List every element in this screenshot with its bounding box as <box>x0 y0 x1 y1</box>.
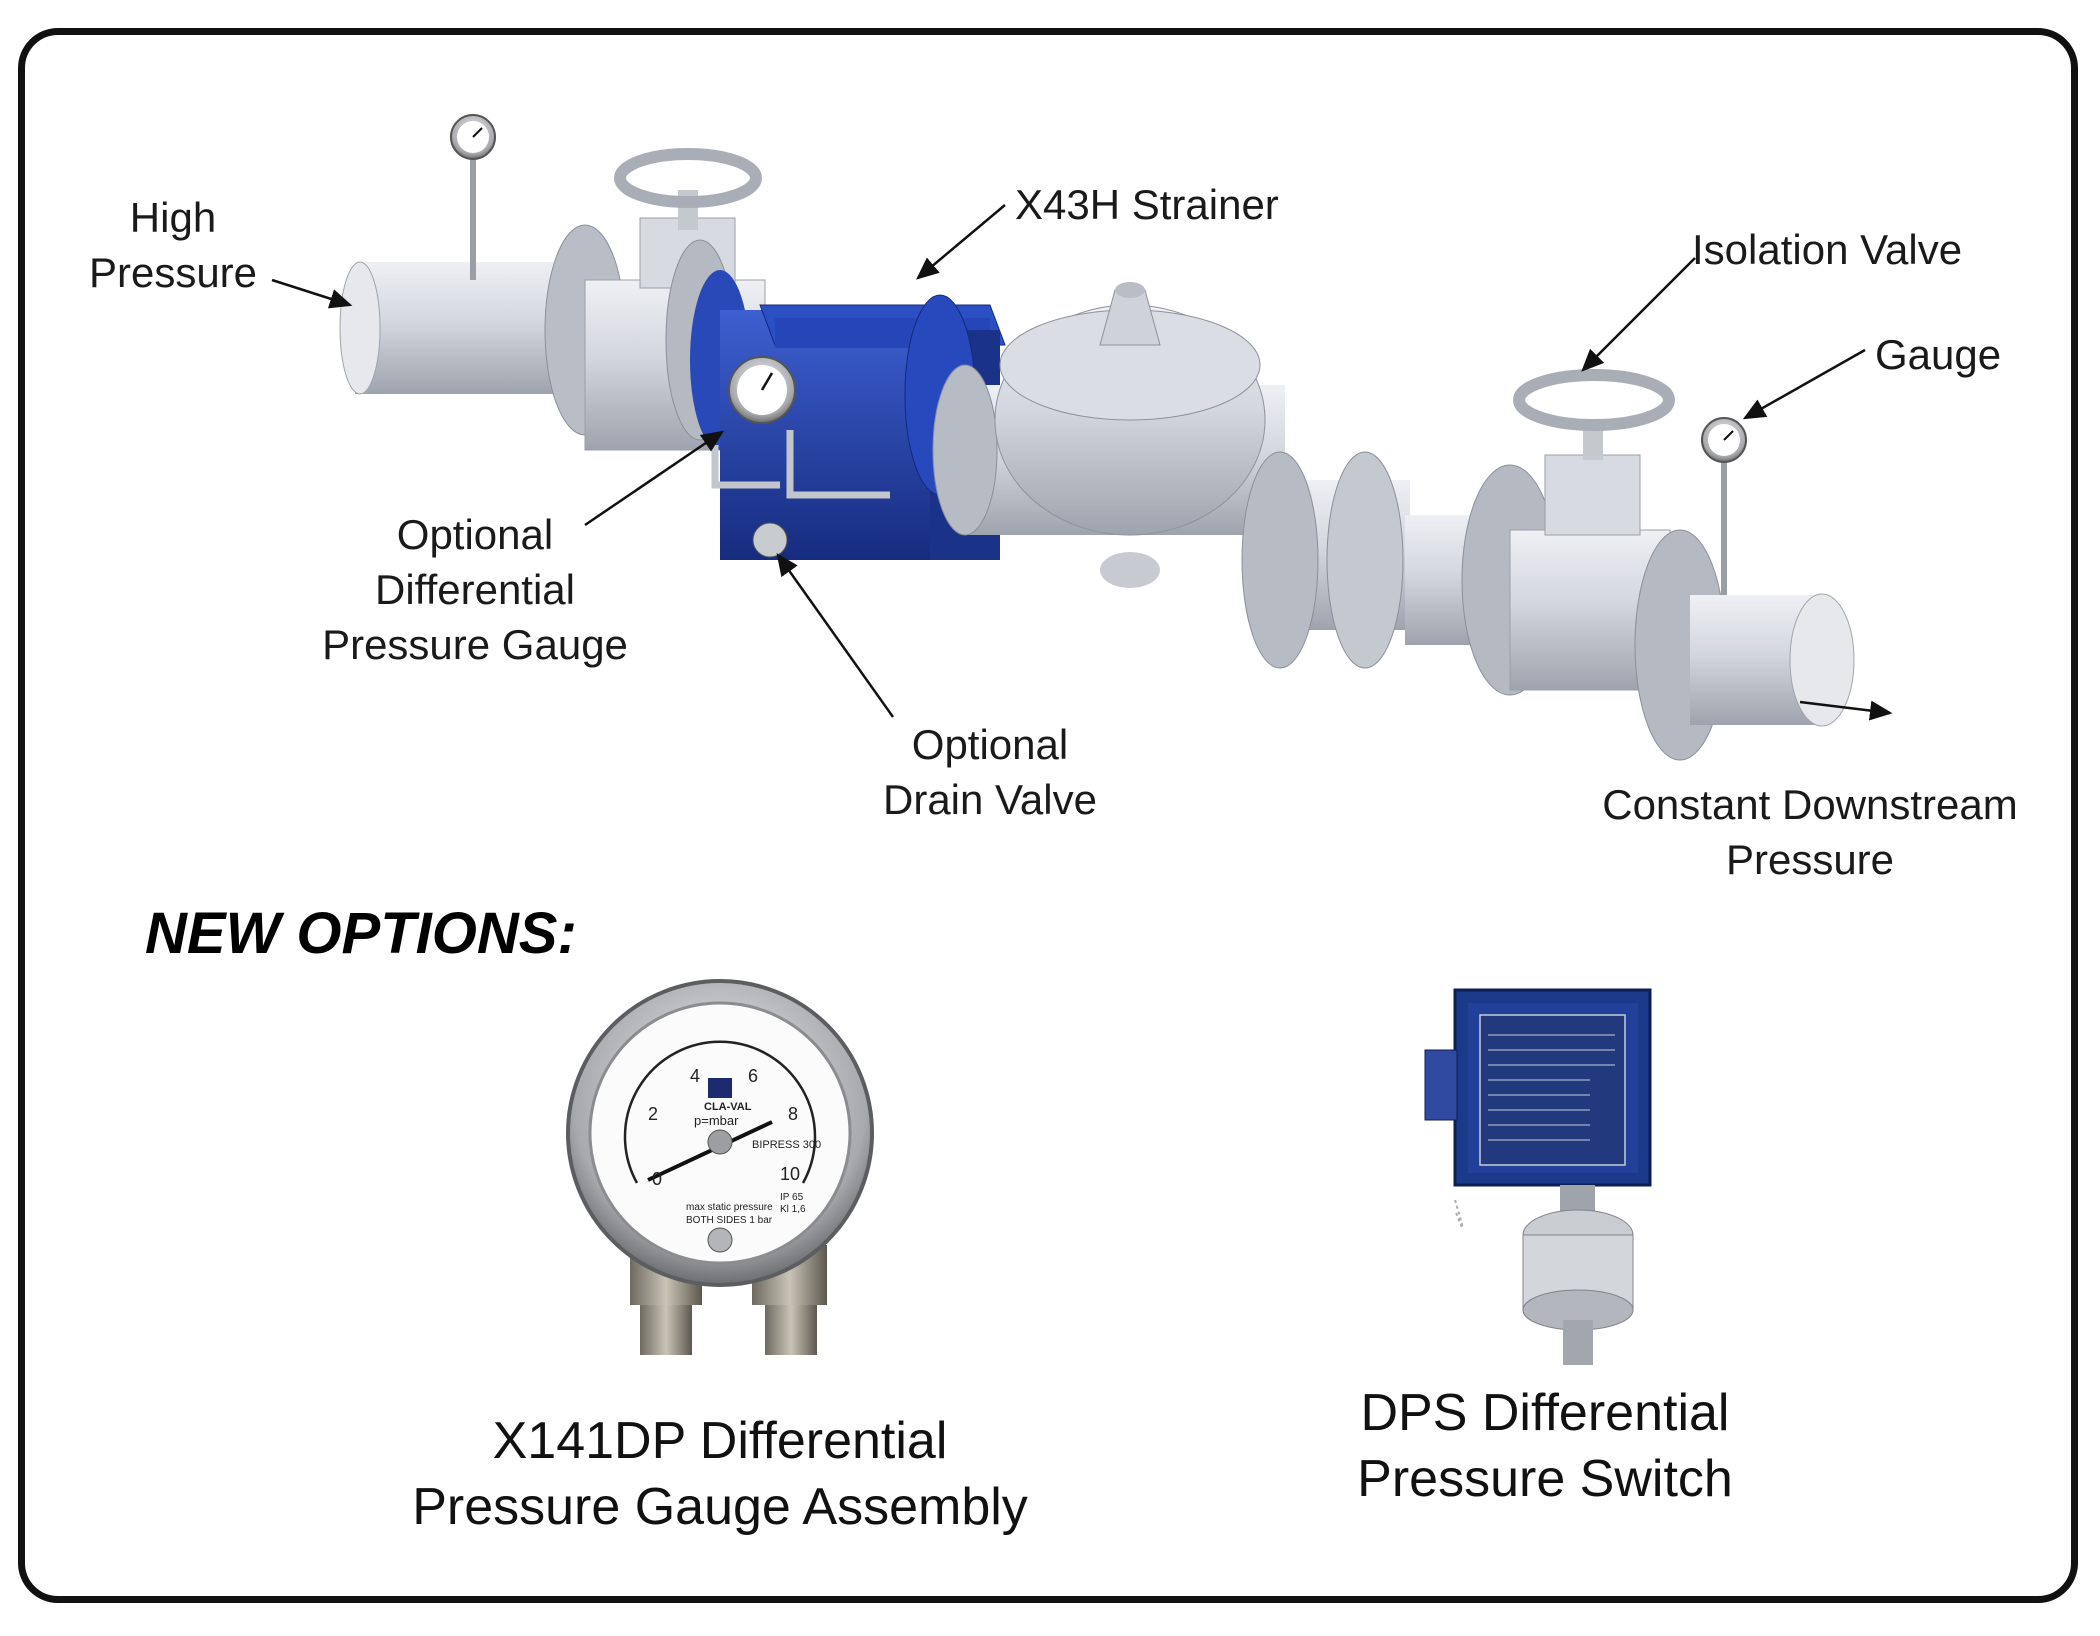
svg-text:CLA-VAL: CLA-VAL <box>704 1101 752 1113</box>
svg-text:10: 10 <box>780 1164 800 1184</box>
label-gauge: Gauge <box>1875 331 2002 378</box>
label-drain-valve-line2: Drain Valve <box>883 776 1097 823</box>
label-differential-gauge-line1: Optional <box>396 511 554 558</box>
svg-text:Kl 1,6: Kl 1,6 <box>780 1204 806 1215</box>
label-high-pressure-line1: High <box>129 194 217 241</box>
inlet-gauge-icon <box>450 114 496 280</box>
label-downstream-line1: Constant Downstream <box>1602 781 2018 828</box>
label-differential-gauge-line2: Differential <box>375 566 575 613</box>
svg-text:IP 65: IP 65 <box>780 1192 804 1203</box>
x141dp-gauge-image: 0 2 4 6 8 10 CLA-VAL p=mbar BIPRESS 300 … <box>566 979 874 1355</box>
outlet-gauge-icon <box>1701 417 1747 595</box>
label-drain-valve-line1: Optional <box>911 721 1069 768</box>
svg-text:6: 6 <box>748 1066 758 1086</box>
svg-text:0: 0 <box>652 1169 662 1189</box>
callout-lines <box>271 204 1893 721</box>
svg-text:2: 2 <box>648 1104 658 1124</box>
label-differential-gauge-line3: Pressure Gauge <box>322 621 628 668</box>
caption-dps: DPS Differential Pressure Switch <box>1295 1380 1795 1512</box>
caption-dps-line2: Pressure Switch <box>1357 1450 1733 1508</box>
label-downstream-line2: Pressure <box>1725 836 1895 883</box>
caption-x141dp-line1: X141DP Differential <box>492 1412 948 1470</box>
svg-text:BIPRESS 300: BIPRESS 300 <box>752 1139 821 1151</box>
strainer-body <box>720 310 930 560</box>
svg-text:8: 8 <box>788 1104 798 1124</box>
svg-text:p=mbar: p=mbar <box>694 1113 739 1128</box>
caption-x141dp: X141DP Differential Pressure Gauge Assem… <box>360 1408 1080 1540</box>
new-options-heading: NEW OPTIONS: <box>145 901 577 966</box>
differential-gauge-icon <box>711 356 890 499</box>
label-drain-valve: Optional Drain Valve <box>860 717 1120 827</box>
label-strainer: X43H Strainer <box>1015 181 1279 228</box>
label-downstream-pressure: Constant Downstream Pressure <box>1575 777 2045 887</box>
svg-text:4: 4 <box>690 1066 700 1086</box>
svg-text:BOTH SIDES 1 bar: BOTH SIDES 1 bar <box>686 1215 773 1226</box>
label-high-pressure: High Pressure <box>78 190 268 300</box>
pipe-assembly <box>339 148 1855 761</box>
label-differential-gauge: Optional Differential Pressure Gauge <box>300 507 650 672</box>
caption-x141dp-line2: Pressure Gauge Assembly <box>412 1478 1028 1536</box>
svg-text:max static pressure: max static pressure <box>686 1202 773 1213</box>
label-high-pressure-line2: Pressure <box>88 249 258 296</box>
caption-dps-line1: DPS Differential <box>1360 1384 1730 1442</box>
dps-switch-image <box>1424 988 1652 1365</box>
label-isolation-valve: Isolation Valve <box>1692 226 1963 273</box>
